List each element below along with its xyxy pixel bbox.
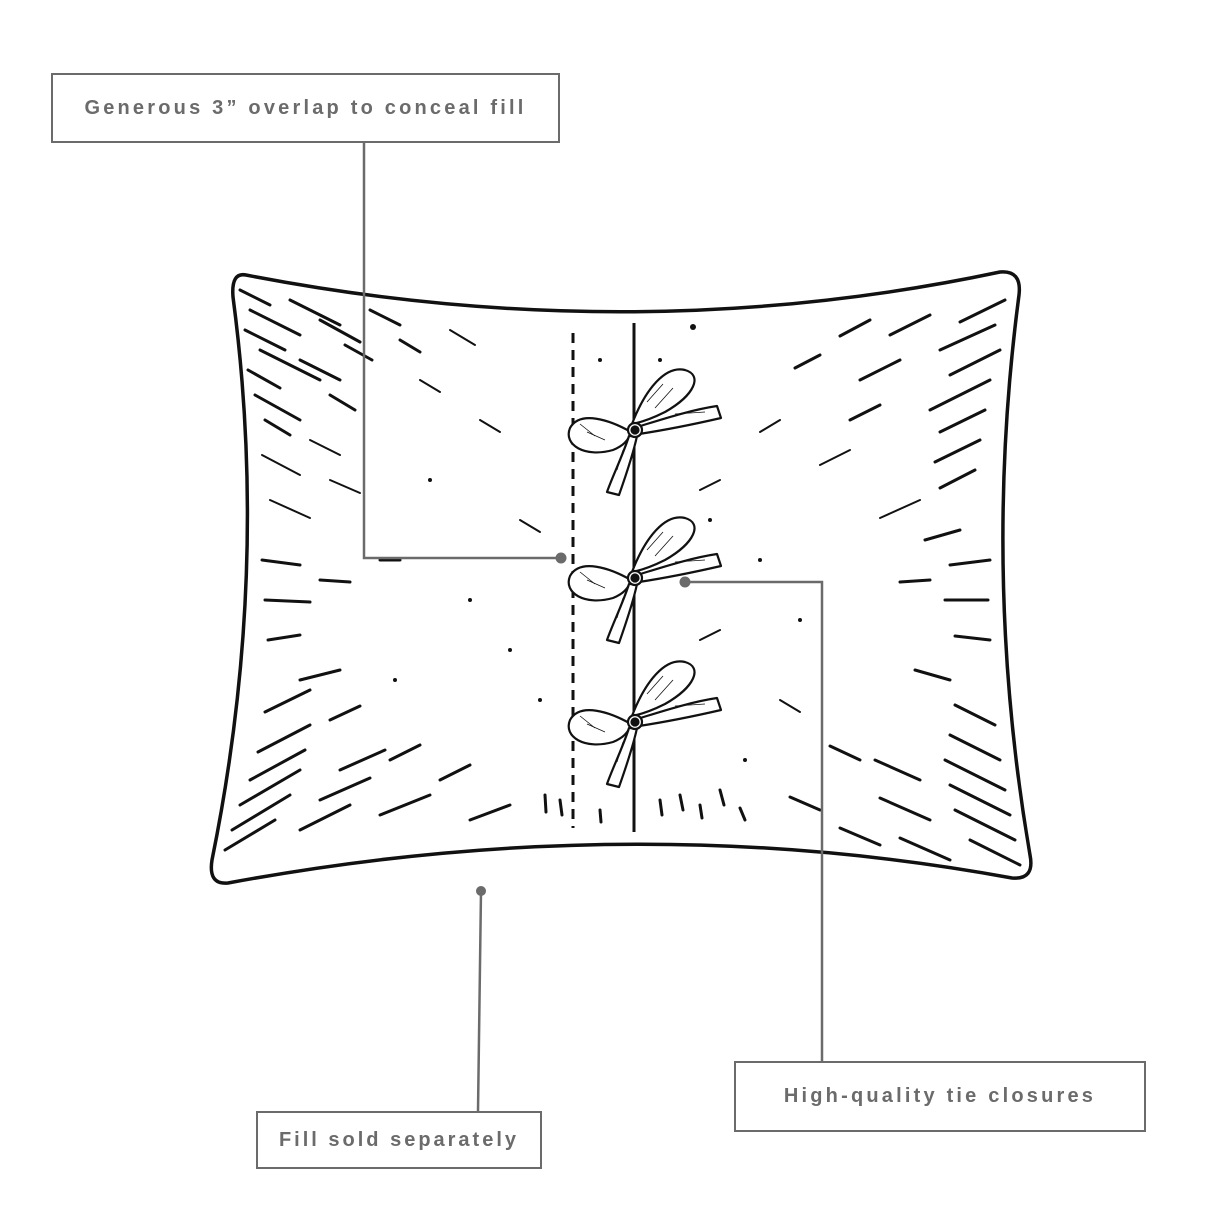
bow-icon <box>567 516 723 645</box>
bow-icon <box>567 368 723 497</box>
callout-fill-label: Fill sold separately <box>278 1128 520 1151</box>
leader-dot-ties <box>679 576 691 588</box>
leader-dot-fill <box>476 886 486 896</box>
leader-line-fill <box>476 890 483 1112</box>
callout-tie-closures-label: High-quality tie closures <box>783 1085 1097 1107</box>
leader-dots <box>476 552 691 896</box>
callout-overlap-label: Generous 3” overlap to conceal fill <box>84 96 527 119</box>
callout-overlap: Generous 3” overlap to conceal fill <box>51 73 560 143</box>
leader-line-overlap <box>362 143 561 560</box>
bow-icon <box>567 660 723 789</box>
callout-tie-closures: High-quality tie closures <box>734 1061 1146 1132</box>
bow-tie-closures <box>567 368 723 789</box>
callout-fill: Fill sold separately <box>256 1111 542 1169</box>
fabric-texture <box>223 288 1022 867</box>
leader-dot-overlap <box>555 552 567 564</box>
leader-lines <box>362 143 824 1112</box>
leader-line-ties <box>685 580 824 1061</box>
